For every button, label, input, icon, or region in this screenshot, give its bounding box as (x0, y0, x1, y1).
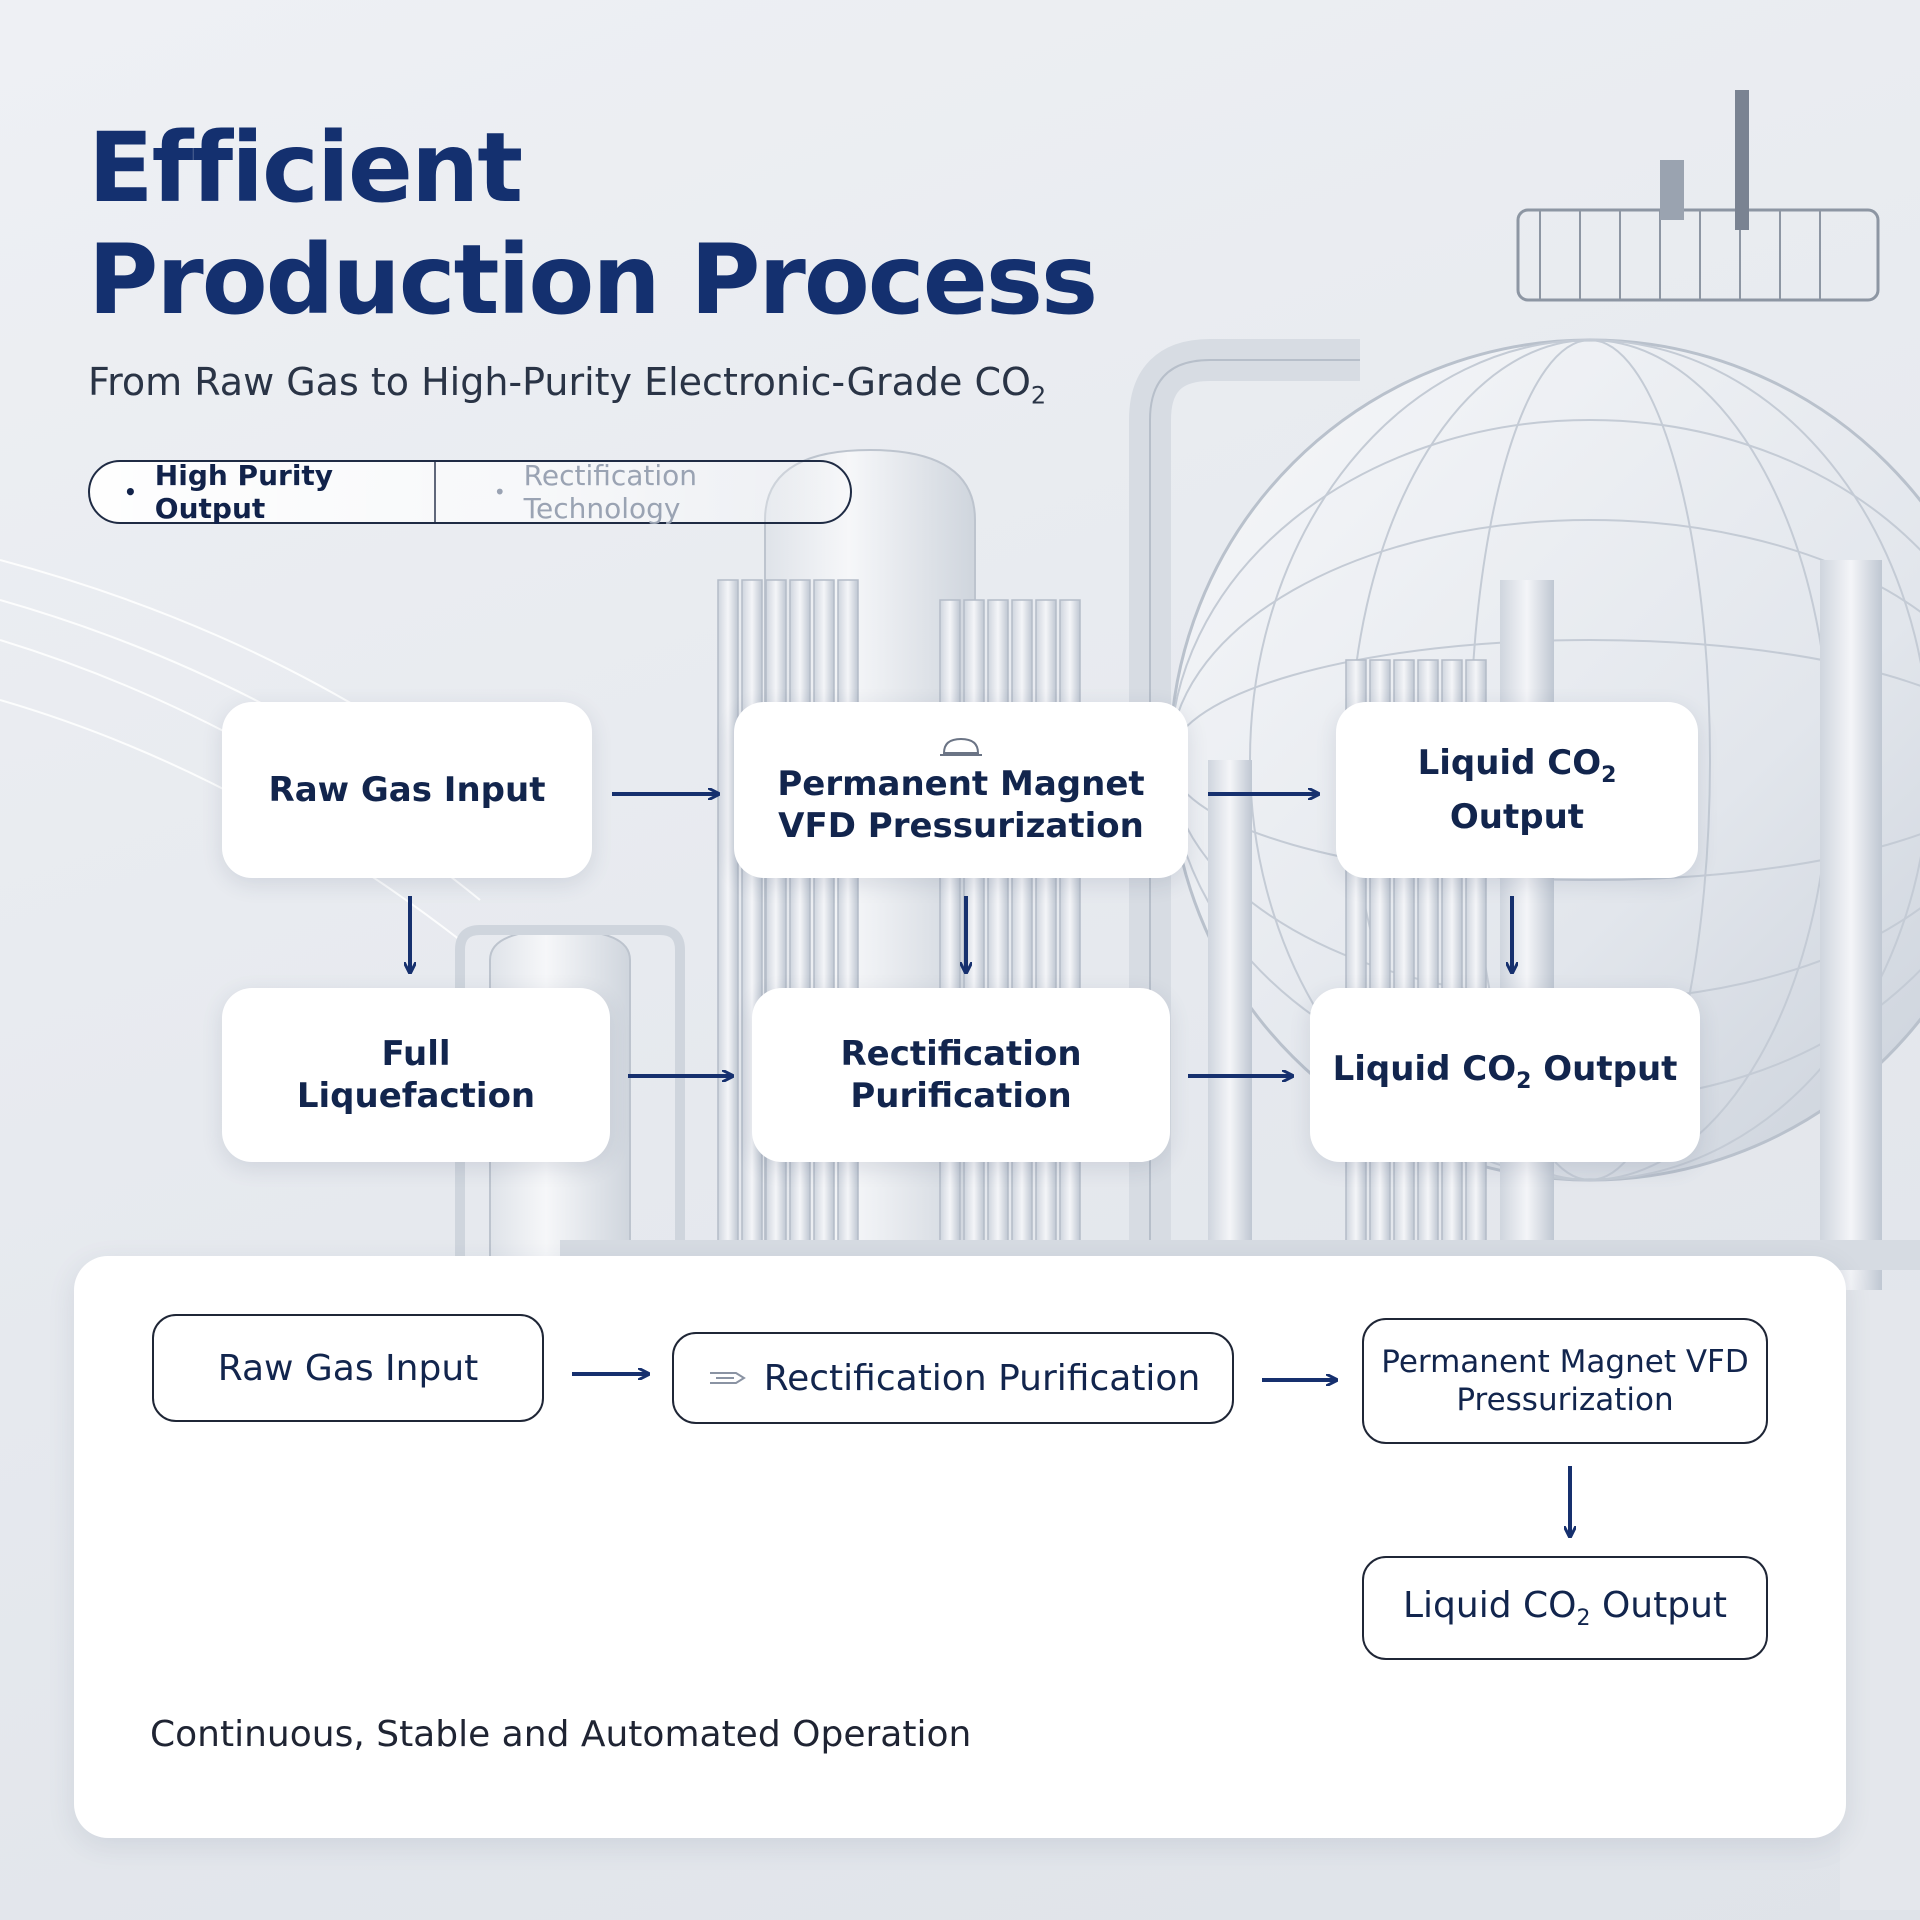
box-liquid-co2-output: Liquid CO2 Output (1362, 1556, 1768, 1660)
co2-suffix: Output (1531, 1048, 1678, 1089)
co2-text: Liquid CO (1332, 1048, 1517, 1089)
card-label-line2: Purification (850, 1076, 1072, 1116)
box-label-line1: Permanent Magnet VFD (1381, 1344, 1749, 1380)
card-label-line1: Full (381, 1034, 451, 1074)
page-title: Efficient Production Process (88, 112, 1098, 336)
flow-icon (709, 1372, 746, 1384)
subtitle-subscript: 2 (1030, 381, 1047, 410)
card-label-line1: Permanent Magnet (777, 764, 1145, 804)
bullet-icon: • (124, 480, 137, 504)
box-rectification-purification: Rectification Purification (672, 1332, 1234, 1424)
card-liquid-co2-output-mid: Liquid CO2 Output (1310, 988, 1700, 1162)
footer-note: Continuous, Stable and Automated Operati… (150, 1714, 972, 1755)
feature-tags-pill: • High Purity Output • Rectification Tec… (88, 459, 852, 525)
tag-rectification[interactable]: • Rectification Technology (494, 459, 850, 525)
card-full-liquefaction: Full Liquefaction (222, 988, 610, 1162)
card-label-line2: Liquefaction (296, 1076, 536, 1116)
card-liquid-co2-output-top: Liquid CO2 Output (1336, 702, 1698, 878)
box-label-line2: Pressurization (1456, 1382, 1674, 1418)
co2-subscript: 2 (1576, 1606, 1591, 1632)
card-raw-gas-input: Raw Gas Input (222, 702, 592, 878)
magnet-icon (940, 737, 982, 756)
card-label: Liquid CO2 Output (1333, 1048, 1678, 1103)
co2-subscript: 2 (1601, 762, 1617, 788)
card-label-line1: Liquid CO2 (1418, 742, 1617, 797)
card-label-line2: VFD Pressurization (778, 806, 1144, 846)
box-permanent-magnet: Permanent Magnet VFD Pressurization (1362, 1318, 1768, 1444)
tag-label: High Purity Output (154, 459, 334, 525)
co2-text: Liquid CO (1417, 742, 1602, 783)
card-permanent-magnet: Permanent Magnet VFD Pressurization (734, 702, 1188, 878)
subtitle-text: From Raw Gas to High-Purity Electronic-G… (88, 360, 1031, 404)
card-label: Raw Gas Input (268, 770, 546, 810)
box-label: Liquid CO2 Output (1403, 1585, 1727, 1631)
box-label: Rectification Purification (763, 1357, 1201, 1399)
tag-label: Rectification Technology (523, 459, 698, 525)
co2-text: Liquid CO (1403, 1584, 1577, 1626)
card-rectification-purification: Rectification Purification (752, 988, 1170, 1162)
co2-subscript: 2 (1516, 1068, 1532, 1094)
co2-suffix: Output (1590, 1584, 1727, 1626)
bullet-icon: • (493, 480, 506, 504)
card-label-line1: Rectification (840, 1034, 1082, 1074)
page-subtitle: From Raw Gas to High-Purity Electronic-G… (88, 360, 1046, 410)
card-label-line2: Output (1449, 797, 1585, 838)
box-label: Raw Gas Input (217, 1347, 479, 1389)
box-raw-gas-input: Raw Gas Input (152, 1314, 544, 1422)
tag-divider (434, 462, 436, 522)
tag-high-purity[interactable]: • High Purity Output (124, 459, 442, 525)
